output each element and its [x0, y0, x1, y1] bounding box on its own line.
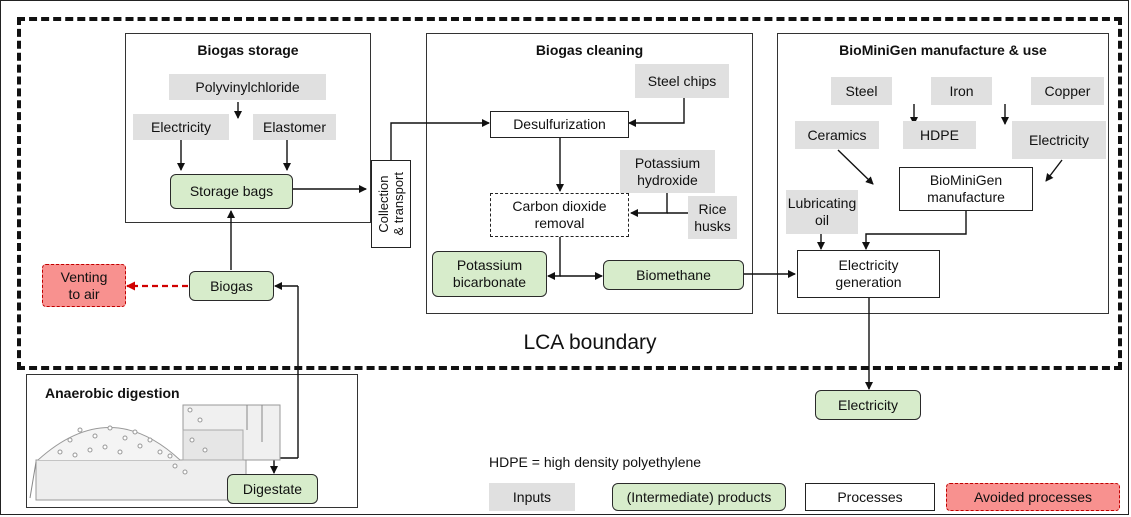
- input-hdpe: HDPE: [903, 121, 976, 149]
- input-polyvinylchloride: Polyvinylchloride: [169, 74, 326, 100]
- hdpe-note: HDPE = high density polyethylene: [489, 454, 702, 470]
- panel-title-cleaning: Biogas cleaning: [535, 42, 644, 58]
- product-biomethane: Biomethane: [603, 260, 744, 290]
- legend-inputs: Inputs: [489, 483, 575, 511]
- input-potassium-hydroxide: Potassium hydroxide: [620, 150, 715, 193]
- avoided-venting-to-air: Venting to air: [42, 264, 126, 307]
- input-lubricating-oil: Lubricating oil: [786, 190, 858, 234]
- input-elastomer: Elastomer: [253, 114, 336, 140]
- input-steel-chips: Steel chips: [635, 64, 729, 98]
- process-desulfurization: Desulfurization: [490, 111, 629, 138]
- collection-label: Collection: [376, 175, 391, 233]
- product-potassium-bicarbonate: Potassium bicarbonate: [432, 251, 547, 297]
- process-co2-removal: Carbon dioxide removal: [490, 193, 629, 237]
- panel-title-biominigen: BioMiniGen manufacture & use: [839, 42, 1047, 58]
- legend-avoided-processes: Avoided processes: [946, 483, 1120, 511]
- lca-boundary: [17, 17, 1122, 370]
- input-electricity-storage: Electricity: [133, 114, 229, 140]
- transport-label: & transport: [391, 172, 406, 236]
- process-electricity-generation: Electricity generation: [797, 250, 940, 298]
- panel-title-digestion: Anaerobic digestion: [45, 385, 180, 401]
- input-steel: Steel: [831, 77, 892, 105]
- process-biominigen-manufacture: BioMiniGen manufacture: [899, 167, 1033, 211]
- input-copper: Copper: [1031, 77, 1104, 105]
- input-electricity-bmg: Electricity: [1012, 121, 1106, 159]
- process-collection-transport: Collection & transport: [371, 160, 411, 248]
- input-iron: Iron: [931, 77, 992, 105]
- input-rice-husks: Rice husks: [688, 196, 737, 239]
- product-storage-bags: Storage bags: [170, 174, 293, 209]
- product-biogas: Biogas: [189, 271, 274, 301]
- product-digestate: Digestate: [227, 474, 318, 504]
- panel-title-storage: Biogas storage: [197, 42, 299, 58]
- product-electricity-output: Electricity: [815, 390, 921, 420]
- lca-boundary-label: LCA boundary: [523, 331, 657, 354]
- legend-processes: Processes: [805, 483, 935, 511]
- input-ceramics: Ceramics: [795, 121, 879, 149]
- digester-illustration: [29, 404, 281, 501]
- legend-products: (Intermediate) products: [612, 483, 786, 511]
